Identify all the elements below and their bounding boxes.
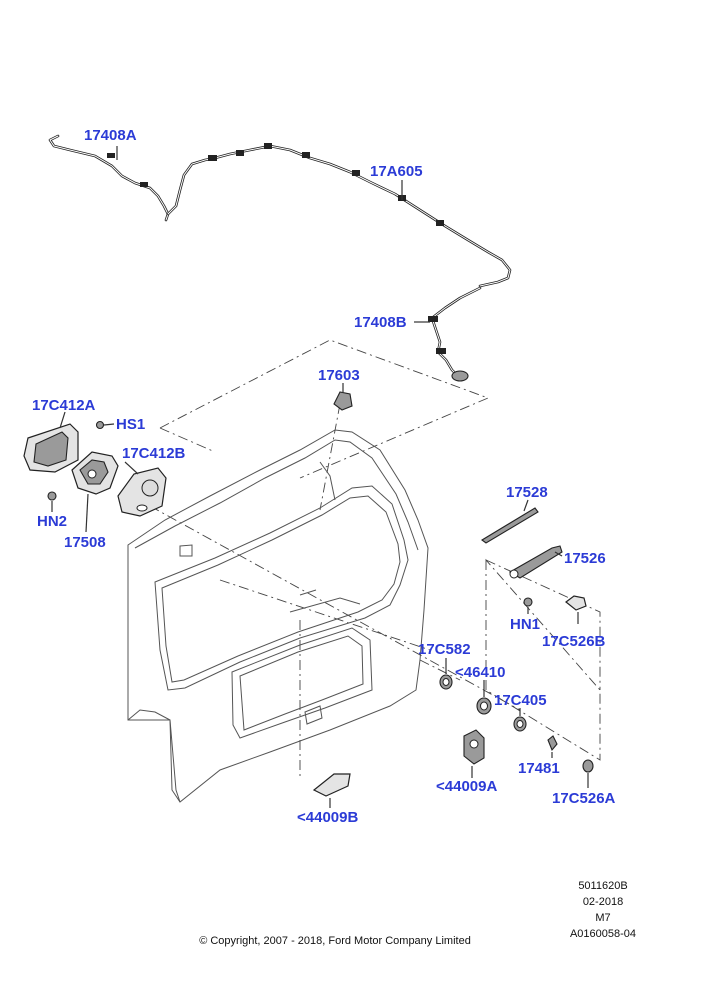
part-HS1	[95, 420, 115, 430]
label-HN1: HN1	[510, 616, 540, 633]
label-HS1: HS1	[116, 416, 145, 433]
label-17C582: 17C582	[418, 641, 471, 658]
ref-illustration-id: A0160058-04	[569, 928, 637, 940]
label-44009A: <44009A	[436, 778, 497, 795]
reference-block: 5011620B 02-2018 M7 A0160058-04	[548, 878, 658, 942]
ref-code: 5011620B	[578, 880, 628, 892]
ref-model: M7	[595, 912, 611, 924]
label-17603: 17603	[318, 367, 360, 384]
liftgate-panel	[127, 429, 429, 803]
part-17C526A	[582, 759, 594, 788]
part-44009B	[312, 773, 351, 808]
part-17508	[71, 451, 119, 533]
wiring-harness-17408A	[48, 134, 170, 222]
wiring-harness-17A605	[166, 143, 512, 288]
part-17526	[508, 545, 563, 579]
part-46410	[476, 680, 492, 715]
part-17481	[547, 735, 558, 758]
ref-date: 02-2018	[582, 896, 624, 908]
part-17C412B	[117, 461, 167, 517]
label-17C526A: 17C526A	[552, 790, 616, 807]
label-17C412A: 17C412A	[32, 397, 96, 414]
label-46410: <46410	[455, 664, 505, 681]
label-17526: 17526	[564, 550, 606, 567]
part-44009A	[463, 729, 485, 778]
label-17508: 17508	[64, 534, 106, 551]
part-17C405	[513, 708, 527, 732]
label-17408A: 17408A	[84, 127, 137, 144]
part-17C526B	[565, 595, 587, 624]
assembly-dashed-lines	[149, 339, 601, 780]
label-17A605: 17A605	[370, 163, 423, 180]
wiring-harness-17408B	[428, 286, 482, 382]
label-44009B: <44009B	[297, 809, 358, 826]
label-17C405: 17C405	[494, 692, 547, 709]
part-17C582	[439, 658, 453, 690]
part-HN1	[523, 597, 533, 614]
part-17C412A	[23, 411, 79, 473]
part-17528	[481, 499, 539, 544]
label-17408B: 17408B	[354, 314, 407, 331]
part-17603	[333, 383, 353, 411]
label-17C526B: 17C526B	[542, 633, 606, 650]
copyright-notice: © Copyright, 2007 - 2018, Ford Motor Com…	[199, 935, 471, 947]
label-17C412B: 17C412B	[122, 445, 186, 462]
part-HN2	[47, 491, 57, 512]
label-17481: 17481	[518, 760, 560, 777]
label-HN2: HN2	[37, 513, 67, 530]
label-17528: 17528	[506, 484, 548, 501]
